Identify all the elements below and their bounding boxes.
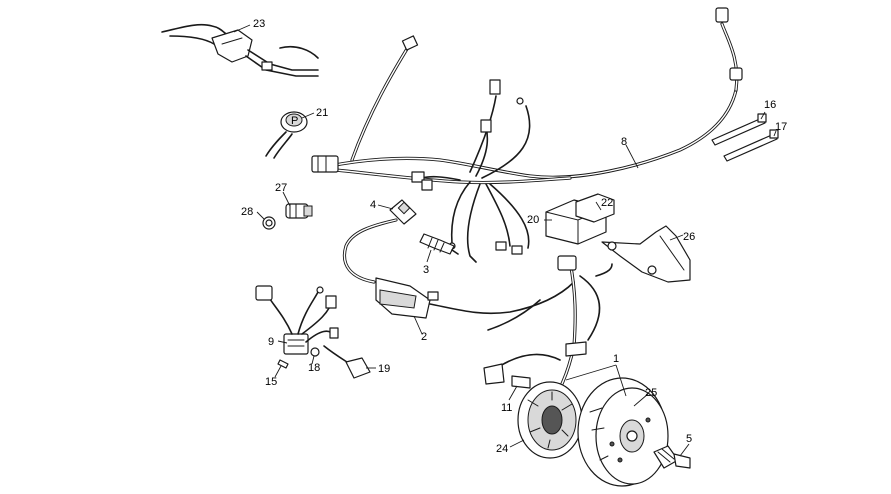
callout-23: 23 bbox=[253, 18, 265, 30]
callout-3: 3 bbox=[423, 264, 429, 276]
callout-2: 2 bbox=[421, 331, 427, 343]
part-28-o-ring bbox=[262, 216, 276, 230]
part-21-neutral-switch: P bbox=[265, 111, 308, 159]
callout-19: 19 bbox=[378, 363, 390, 375]
callout-4: 4 bbox=[370, 199, 376, 211]
part-19-connector bbox=[323, 345, 371, 379]
part-4-spark-plug-cap bbox=[389, 199, 417, 225]
callout-25: 25 bbox=[645, 387, 657, 399]
callout-1: 1 bbox=[613, 353, 619, 365]
part-17-cable-tie bbox=[723, 129, 779, 162]
part-8-wiring-harness bbox=[311, 7, 743, 263]
callout-labels: 23 21 27 28 4 3 2 8 16 17 20 22 26 9 15 … bbox=[241, 18, 787, 455]
callout-11: 11 bbox=[501, 402, 512, 414]
callout-15: 15 bbox=[265, 376, 277, 388]
callout-20: 20 bbox=[527, 214, 539, 226]
part-25-flywheel bbox=[577, 377, 669, 487]
part-9-voltage-regulator bbox=[255, 285, 339, 355]
part-27-sensor bbox=[285, 203, 313, 219]
callout-16: 16 bbox=[764, 99, 776, 111]
leader-lines bbox=[233, 24, 777, 457]
part-15-screw bbox=[277, 359, 289, 369]
part-18-nut bbox=[310, 347, 320, 357]
callout-26: 26 bbox=[683, 231, 695, 243]
callout-27: 27 bbox=[275, 182, 287, 194]
neutral-switch-letter: P bbox=[291, 115, 298, 127]
part-16-cable-tie bbox=[711, 113, 767, 146]
ignition-lead bbox=[342, 218, 398, 284]
part-11-pickup bbox=[511, 375, 531, 389]
callout-22: 22 bbox=[601, 197, 613, 209]
callout-21: 21 bbox=[316, 107, 328, 119]
part-23-handlebar-switch bbox=[161, 23, 319, 77]
part-22-cdi-bracket bbox=[575, 193, 615, 223]
callout-28: 28 bbox=[241, 206, 253, 218]
part-26-bracket bbox=[601, 225, 691, 283]
part-5-nut bbox=[653, 445, 691, 469]
stator-wiring bbox=[483, 255, 613, 390]
part-3-spark-plug bbox=[419, 233, 459, 255]
callout-18: 18 bbox=[308, 362, 320, 374]
callout-9: 9 bbox=[268, 336, 274, 348]
callout-24: 24 bbox=[496, 443, 508, 455]
callout-5: 5 bbox=[686, 433, 692, 445]
part-2-ignition-coil bbox=[375, 277, 575, 319]
callout-17: 17 bbox=[775, 121, 787, 133]
part-24-stator bbox=[517, 381, 583, 459]
callout-8: 8 bbox=[621, 136, 627, 148]
